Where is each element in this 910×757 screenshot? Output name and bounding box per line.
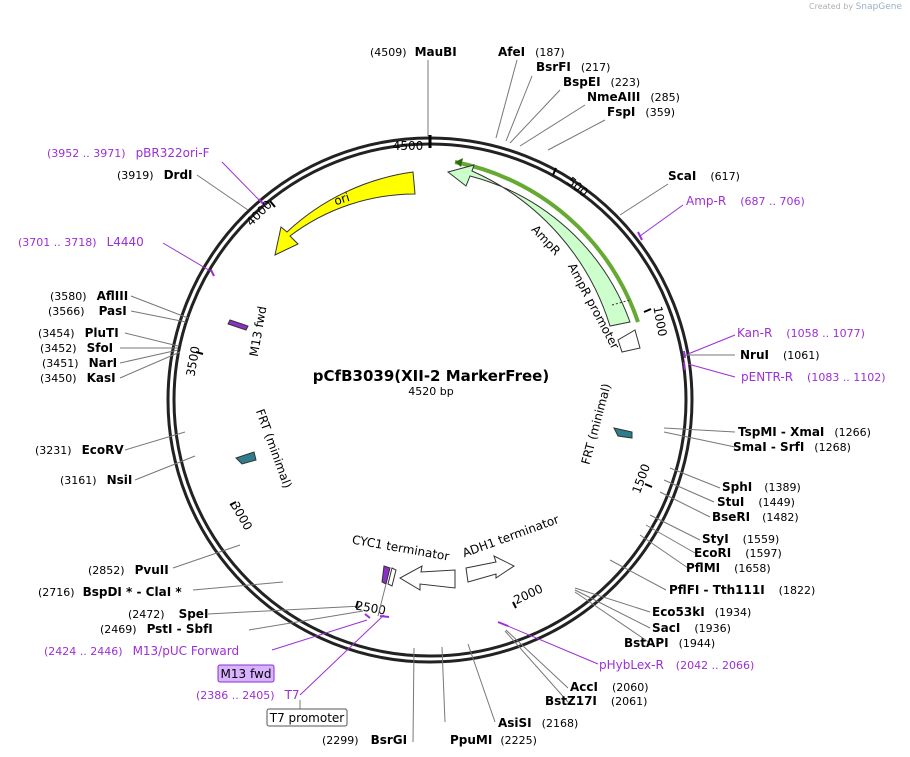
site-pflmi: PflMI(1658) bbox=[686, 561, 771, 575]
t7-promoter-box-label: T7 promoter bbox=[269, 711, 345, 725]
ori-label: ori bbox=[332, 190, 351, 208]
site-eco53ki: Eco53kI(1934) bbox=[652, 605, 751, 619]
site-psti-sbfi: (2469)PstI - SbfI bbox=[100, 622, 213, 636]
tick-3000: 3000 bbox=[228, 499, 255, 532]
site-pluti: (3454)PluTI bbox=[38, 326, 119, 340]
site-bstapi: BstAPI(1944) bbox=[624, 636, 715, 650]
site-styi: StyI(1559) bbox=[702, 532, 779, 546]
site-pflfi-tth111i: PflFI - Tth111I(1822) bbox=[669, 583, 815, 597]
site-pasi: (3566)PasI bbox=[48, 304, 127, 318]
primer-marks bbox=[210, 198, 686, 627]
site-stui: StuI(1449) bbox=[717, 495, 795, 509]
site-bstz17i: BstZ17I(2061) bbox=[545, 694, 647, 708]
site-afliii: (3580)AflIII bbox=[50, 289, 128, 303]
m13-fwd-label: M13 fwd bbox=[247, 305, 270, 358]
site-ecorv: (3231)EcoRV bbox=[35, 443, 124, 457]
cyc1-terminator-feature[interactable] bbox=[398, 565, 456, 591]
site-afei: AfeI(187) bbox=[498, 45, 565, 59]
site-bsrfi: BsrFI(217) bbox=[536, 60, 610, 74]
tick-2000: 2000 bbox=[512, 582, 546, 608]
credit-prefix: Created by bbox=[809, 2, 854, 11]
ampr-promoter-arrow[interactable] bbox=[617, 329, 641, 353]
site-drdi: (3919)DrdI bbox=[117, 168, 193, 182]
primer-t7: (2386 .. 2405)T7 bbox=[196, 688, 300, 702]
primer-pbr322ori-f: (3952 .. 3971)pBR322ori-F bbox=[47, 146, 210, 160]
t7-promoter-box bbox=[266, 708, 348, 727]
primer-m13-puc-forward: (2424 .. 2446)M13/pUC Forward bbox=[44, 644, 239, 658]
site-bsrgi: (2299)BsrGI bbox=[322, 733, 407, 747]
m13-fwd-box bbox=[217, 664, 275, 683]
primer-kan-r: Kan-R(1058 .. 1077) bbox=[737, 326, 865, 340]
plasmid-length: 4520 bp bbox=[408, 385, 453, 398]
site-maubi: (4509)MauBI bbox=[370, 45, 457, 59]
site-leaders bbox=[119, 59, 736, 743]
snapgene-logo: SnapGene bbox=[855, 2, 902, 12]
ampr-feature[interactable] bbox=[446, 164, 631, 327]
site-sfoi: (3452)SfoI bbox=[40, 341, 113, 355]
site-saci: SacI(1936) bbox=[652, 621, 731, 635]
ampr-promoter-divider bbox=[611, 299, 631, 306]
site-fspi: FspI(359) bbox=[607, 105, 675, 119]
site-bseri: BseRI(1482) bbox=[712, 510, 799, 524]
frt-right-label: FRT (minimal) bbox=[579, 382, 614, 466]
site-tspmi-xmai: TspMI - XmaI(1266) bbox=[738, 425, 871, 439]
ampr-highlight bbox=[454, 160, 640, 323]
tick-4500: 4500 bbox=[393, 139, 424, 153]
ampr-highlight-arrowhead bbox=[455, 158, 463, 167]
site-bspei: BspEI(223) bbox=[563, 75, 640, 89]
tick-marks bbox=[195, 167, 653, 609]
primer-phyblex-r: pHybLex-R(2042 .. 2066) bbox=[599, 658, 754, 672]
snapgene-credit: Created by SnapGene bbox=[809, 2, 902, 12]
cyc1-label: CYC1 terminator bbox=[351, 533, 450, 564]
tick-1000: 1000 bbox=[650, 305, 669, 338]
primer-amp-r: Amp-R(687 .. 706) bbox=[686, 194, 805, 208]
plasmid-name: pCfB3039(XII-2 MarkerFree) bbox=[313, 367, 549, 385]
site-nrui: NruI(1061) bbox=[740, 348, 820, 362]
tick-3500: 3500 bbox=[184, 345, 203, 378]
site-ppumi: PpuMI(2225) bbox=[450, 733, 537, 747]
site-nsii: (3161)NsiI bbox=[60, 473, 132, 487]
adh1-terminator-feature[interactable] bbox=[465, 555, 515, 583]
ori-feature[interactable] bbox=[274, 171, 416, 256]
site-bspdi-clai: (2716)BspDI * - ClaI * bbox=[38, 585, 182, 599]
t7-promoter-feature[interactable] bbox=[387, 567, 397, 587]
site-spei: (2472)SpeI bbox=[128, 607, 208, 621]
site-ecori: EcoRI(1597) bbox=[694, 546, 782, 560]
adh1-label: ADH1 terminator bbox=[460, 512, 560, 560]
site-nari: (3451)NarI bbox=[42, 356, 117, 370]
primer-l4440: (3701 .. 3718)L4440 bbox=[18, 235, 144, 249]
frt-right-feature[interactable] bbox=[613, 427, 633, 439]
frt-left-label: FRT (minimal) bbox=[253, 407, 295, 490]
primer-leaders bbox=[162, 161, 736, 696]
m13-fwd-feature[interactable] bbox=[227, 319, 249, 331]
tick-1500: 1500 bbox=[629, 462, 653, 495]
site-scai: ScaI(617) bbox=[668, 169, 740, 183]
site-kasi: (3450)KasI bbox=[40, 371, 116, 385]
site-sphi: SphI(1389) bbox=[722, 480, 801, 494]
site-nmeaiii: NmeAIII(285) bbox=[587, 90, 680, 104]
primer-pentr-r: pENTR-R(1083 .. 1102) bbox=[741, 370, 886, 384]
m13-fwd-box-label: M13 fwd bbox=[221, 667, 272, 681]
site-smai-srfi: SmaI - SrfI(1268) bbox=[733, 440, 851, 454]
frt-left-feature[interactable] bbox=[235, 451, 257, 465]
site-acci: AccI(2060) bbox=[570, 680, 649, 694]
site-asisi: AsiSI(2168) bbox=[498, 716, 578, 730]
t7-leader bbox=[377, 583, 387, 617]
site-pvuii: (2852)PvuII bbox=[88, 563, 169, 577]
